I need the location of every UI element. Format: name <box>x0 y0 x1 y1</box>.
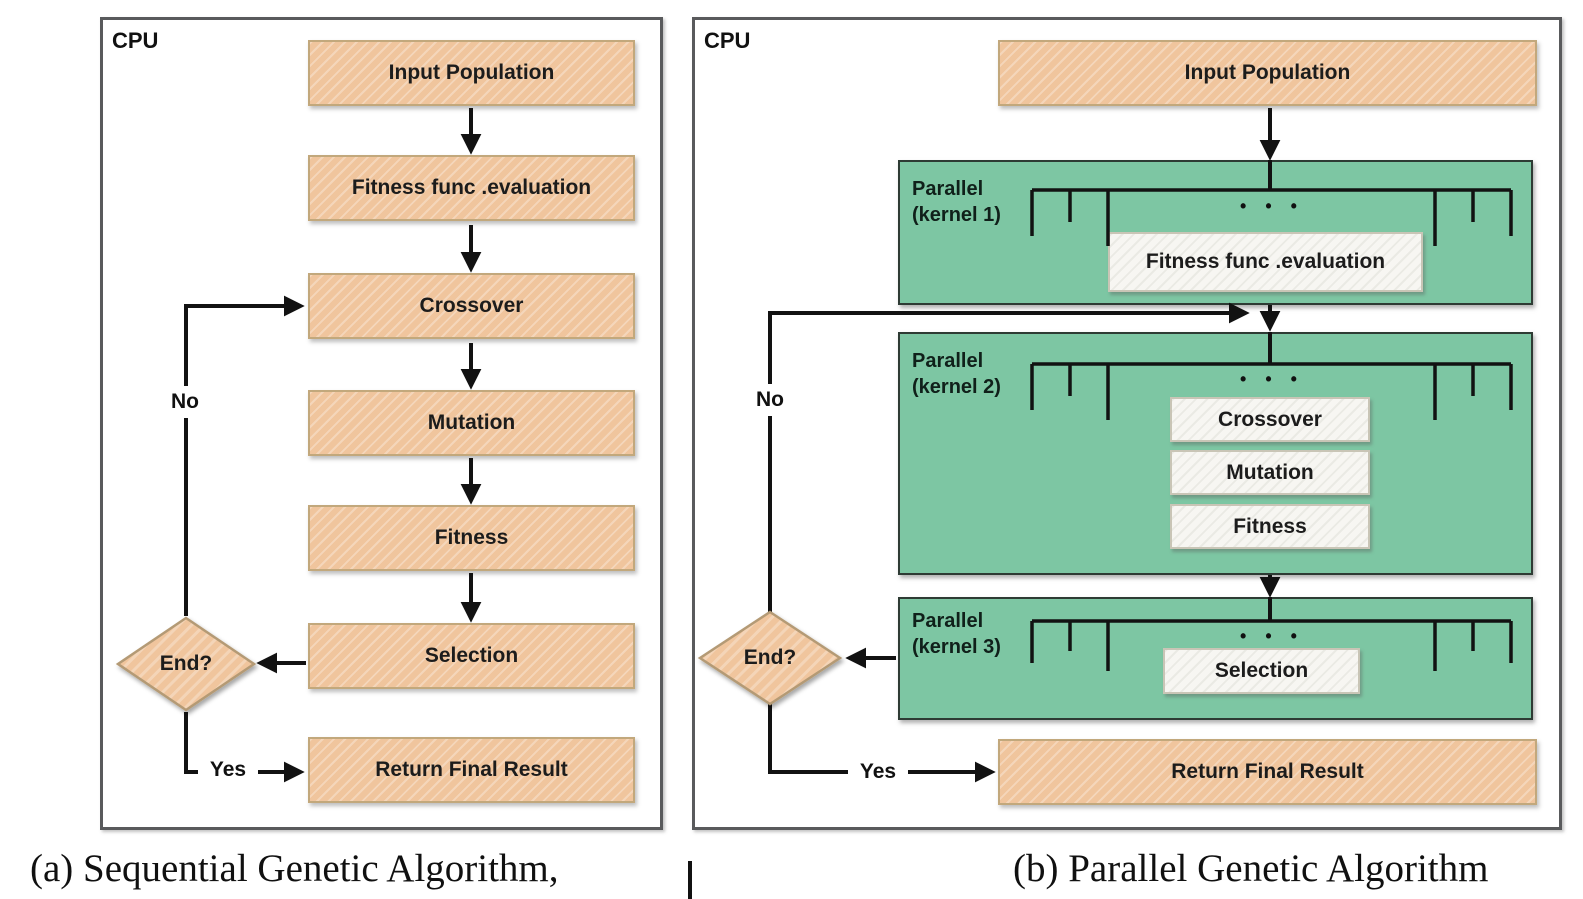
kernel-3-ellipsis: • • • <box>1240 626 1304 646</box>
task-mutation-b: Mutation <box>1170 450 1370 495</box>
kernel-2-label-line2: (kernel 2) <box>912 376 1001 398</box>
kernel-2-label: Parallel (kernel 2) <box>912 348 1001 400</box>
edge-label-no-b: No <box>740 384 800 416</box>
kernel-3-label-line1: Parallel <box>912 610 984 632</box>
cpu-label-a: CPU <box>112 28 159 53</box>
node-selection-a: Selection <box>308 623 635 689</box>
task-fitness-evaluation-b: Fitness func .evaluation <box>1108 232 1423 292</box>
kernel-1-label-line2: (kernel 1) <box>912 204 1001 226</box>
decision-end-a: End? <box>159 652 213 675</box>
node-input-population-a: Input Population <box>308 40 635 106</box>
kernel-3-label: Parallel (kernel 3) <box>912 608 1001 660</box>
node-crossover-a: Crossover <box>308 273 635 339</box>
caption-b: (b) Parallel Genetic Algorithm <box>1013 847 1489 890</box>
edge-label-no-a: No <box>155 386 215 418</box>
task-crossover-b: Crossover <box>1170 397 1370 442</box>
edge-label-yes-b: Yes <box>848 756 908 788</box>
kernel-3-label-line2: (kernel 3) <box>912 636 1001 658</box>
kernel-2-label-line1: Parallel <box>912 350 984 372</box>
kernel-2-ellipsis: • • • <box>1240 369 1304 389</box>
task-fitness-b: Fitness <box>1170 504 1370 549</box>
caption-a: (a) Sequential Genetic Algorithm, <box>30 847 559 890</box>
node-return-result-b: Return Final Result <box>998 739 1537 805</box>
kernel-1-label-line1: Parallel <box>912 178 984 200</box>
node-mutation-a: Mutation <box>308 390 635 456</box>
decision-end-b: End? <box>743 646 797 669</box>
kernel-1-ellipsis: • • • <box>1240 196 1304 216</box>
kernel-1-label: Parallel (kernel 1) <box>912 176 1001 228</box>
cpu-label-b: CPU <box>704 28 751 53</box>
node-fitness-a: Fitness <box>308 505 635 571</box>
node-input-population-b: Input Population <box>998 40 1537 106</box>
task-selection-b: Selection <box>1163 648 1360 694</box>
node-return-result-a: Return Final Result <box>308 737 635 803</box>
edge-label-yes-a: Yes <box>198 754 258 786</box>
node-fitness-evaluation-a: Fitness func .evaluation <box>308 155 635 221</box>
caption-divider <box>688 861 692 899</box>
